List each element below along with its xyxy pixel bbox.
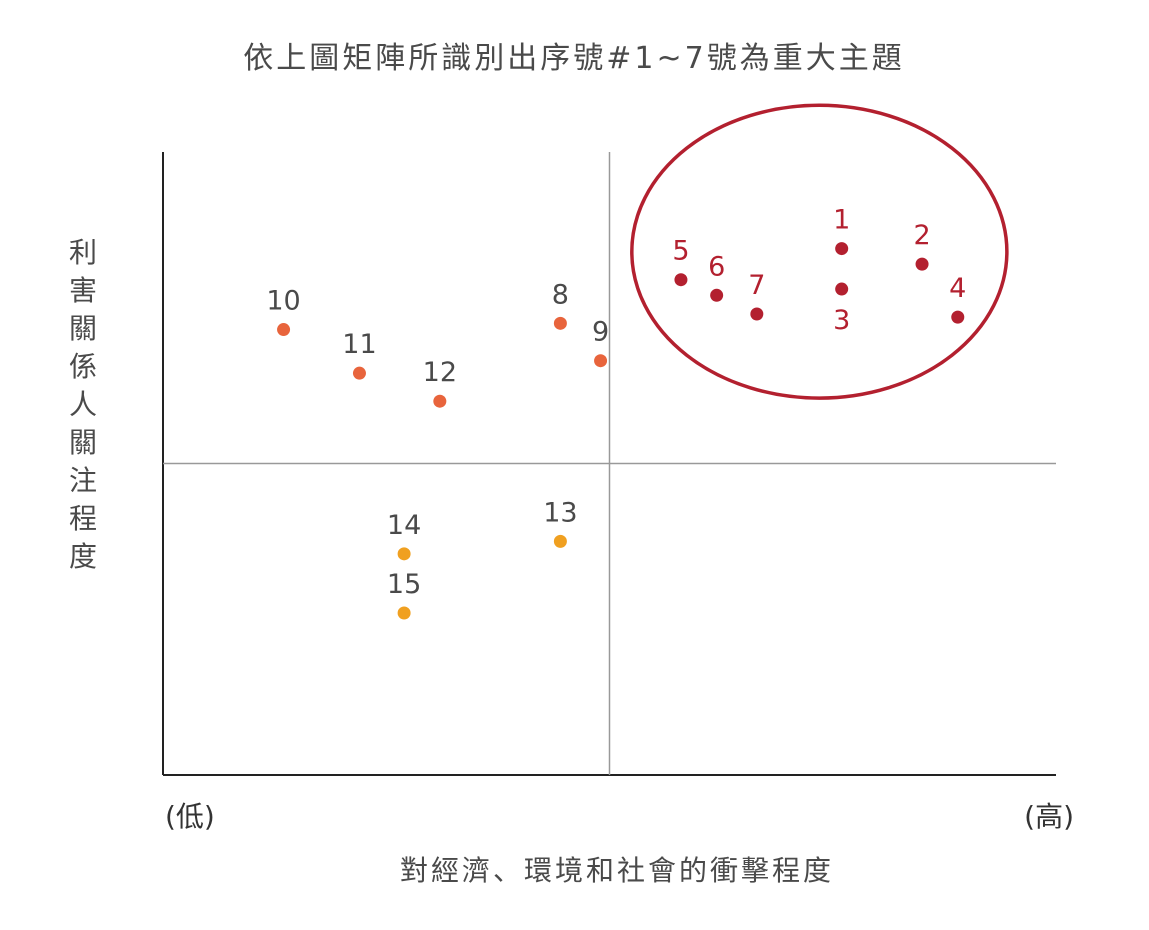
data-point-10 <box>277 323 291 337</box>
data-label-15: 15 <box>387 569 421 600</box>
data-label-2: 2 <box>913 220 930 251</box>
data-point-5 <box>674 273 688 287</box>
data-label-14: 14 <box>387 510 421 541</box>
data-point-14 <box>397 547 411 561</box>
y-axis-label-char: 係 <box>69 350 97 383</box>
data-point-15 <box>397 606 411 620</box>
data-label-10: 10 <box>266 286 300 317</box>
data-point-8 <box>553 316 567 330</box>
data-label-3: 3 <box>833 305 850 336</box>
y-axis-label-char: 度 <box>69 540 97 573</box>
data-point-2 <box>915 257 929 271</box>
data-label-11: 11 <box>342 329 376 360</box>
chart-title: 依上圖矩陣所識別出序號#1~7號為重大主題 <box>243 41 904 76</box>
data-label-12: 12 <box>423 357 457 388</box>
data-label-8: 8 <box>552 279 569 310</box>
y-axis-label-char: 人 <box>69 388 97 421</box>
y-axis-label-char: 關 <box>69 426 97 459</box>
data-point-13 <box>553 534 567 548</box>
data-point-11 <box>352 366 366 380</box>
data-point-1 <box>835 242 849 256</box>
data-point-4 <box>951 310 965 324</box>
data-label-1: 1 <box>833 205 850 236</box>
x-tick-high: (高) <box>1024 800 1074 833</box>
x-axis-label: 對經濟、環境和社會的衝擊程度 <box>400 854 834 887</box>
data-label-9: 9 <box>592 317 609 348</box>
data-label-6: 6 <box>708 251 725 282</box>
data-label-4: 4 <box>949 273 966 304</box>
data-point-6 <box>710 288 724 302</box>
y-axis-label-char: 程 <box>69 502 97 535</box>
x-tick-low: (低) <box>165 800 215 833</box>
data-label-7: 7 <box>748 270 765 301</box>
highlight-ellipse <box>630 103 1009 400</box>
data-label-13: 13 <box>543 497 577 528</box>
data-point-12 <box>433 394 447 408</box>
data-point-3 <box>835 282 849 296</box>
y-axis-label-char: 關 <box>69 312 97 345</box>
y-axis-label-char: 利 <box>69 236 97 269</box>
data-point-9 <box>594 354 608 368</box>
data-point-7 <box>750 307 764 321</box>
y-axis-label-char: 注 <box>69 464 97 497</box>
y-axis-label-char: 害 <box>69 274 97 307</box>
data-label-5: 5 <box>672 236 689 267</box>
